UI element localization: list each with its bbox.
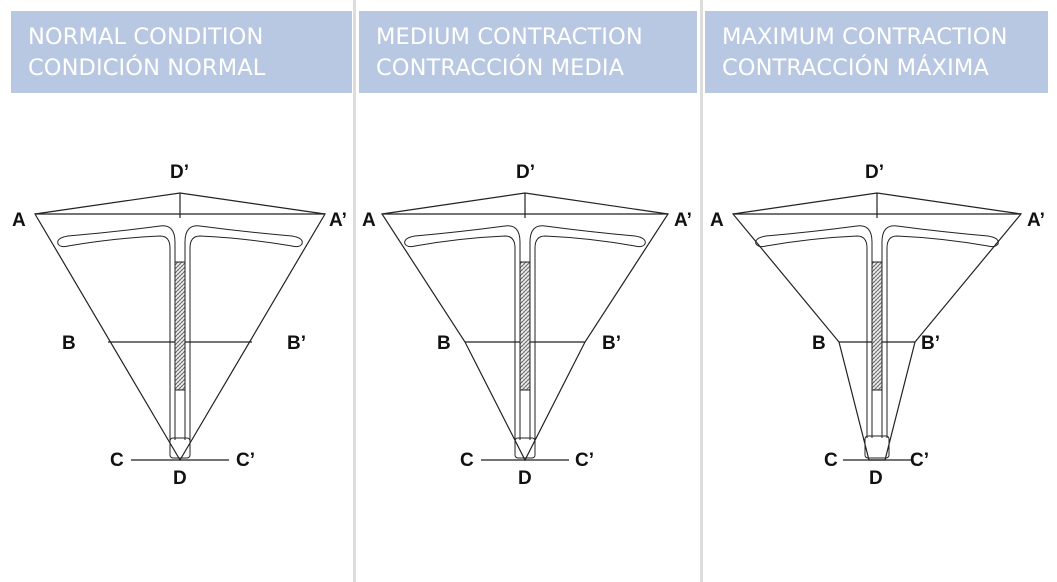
- label-b: B: [62, 333, 76, 354]
- label-b-prime: B’: [602, 333, 621, 354]
- label-a: A: [710, 210, 724, 231]
- panel-divider: [353, 0, 356, 582]
- iud-device: [755, 225, 999, 459]
- label-d-prime: D’: [516, 162, 535, 183]
- diagram-medium: [380, 192, 670, 462]
- label-a-prime: A’: [674, 210, 692, 231]
- label-a-prime: A’: [329, 210, 347, 231]
- panel-title-en: MEDIUM CONTRACTION: [376, 24, 643, 50]
- diagram-normal: [34, 192, 326, 462]
- label-b: B: [812, 333, 826, 354]
- label-b-prime: B’: [287, 333, 306, 354]
- label-c: C: [110, 450, 124, 471]
- panel-title-es: CONTRACCIÓN MÁXIMA: [722, 55, 989, 81]
- label-a: A: [362, 210, 376, 231]
- diagram-maximum: [731, 192, 1023, 461]
- iud-device: [57, 225, 303, 459]
- label-c-prime: C’: [575, 450, 594, 471]
- label-c: C: [460, 450, 474, 471]
- panel-title-es: CONTRACCIÓN MEDIA: [376, 55, 625, 81]
- iud-device: [404, 225, 646, 459]
- label-a-prime: A’: [1027, 210, 1045, 231]
- label-b-prime: B’: [921, 333, 940, 354]
- label-c: C: [824, 450, 838, 471]
- label-c-prime: C’: [236, 450, 255, 471]
- panel-title-es: CONDICIÓN NORMAL: [28, 55, 266, 81]
- panel-header-normal: NORMAL CONDITION CONDICIÓN NORMAL: [11, 11, 352, 93]
- panel-divider: [700, 0, 703, 582]
- panel-header-maximum: MAXIMUM CONTRACTION CONTRACCIÓN MÁXIMA: [705, 11, 1048, 93]
- label-d-prime: D’: [865, 162, 884, 183]
- label-b: B: [437, 333, 451, 354]
- panel-title-en: MAXIMUM CONTRACTION: [722, 24, 1008, 50]
- label-c-prime: C’: [910, 450, 929, 471]
- label-a: A: [12, 210, 26, 231]
- panel-title-en: NORMAL CONDITION: [28, 24, 264, 50]
- uterus-outline: [731, 192, 1023, 461]
- label-d: D: [518, 468, 532, 489]
- label-d: D: [173, 468, 187, 489]
- label-d-prime: D’: [170, 162, 189, 183]
- label-d: D: [869, 468, 883, 489]
- panel-header-medium: MEDIUM CONTRACTION CONTRACCIÓN MEDIA: [359, 11, 697, 93]
